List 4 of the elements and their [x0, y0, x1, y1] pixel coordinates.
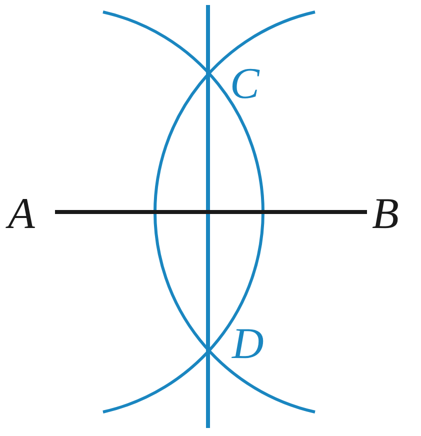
point-label: A: [8, 192, 35, 236]
point-label: B: [372, 192, 399, 236]
point-label: D: [232, 322, 264, 366]
point-label: C: [230, 62, 260, 106]
